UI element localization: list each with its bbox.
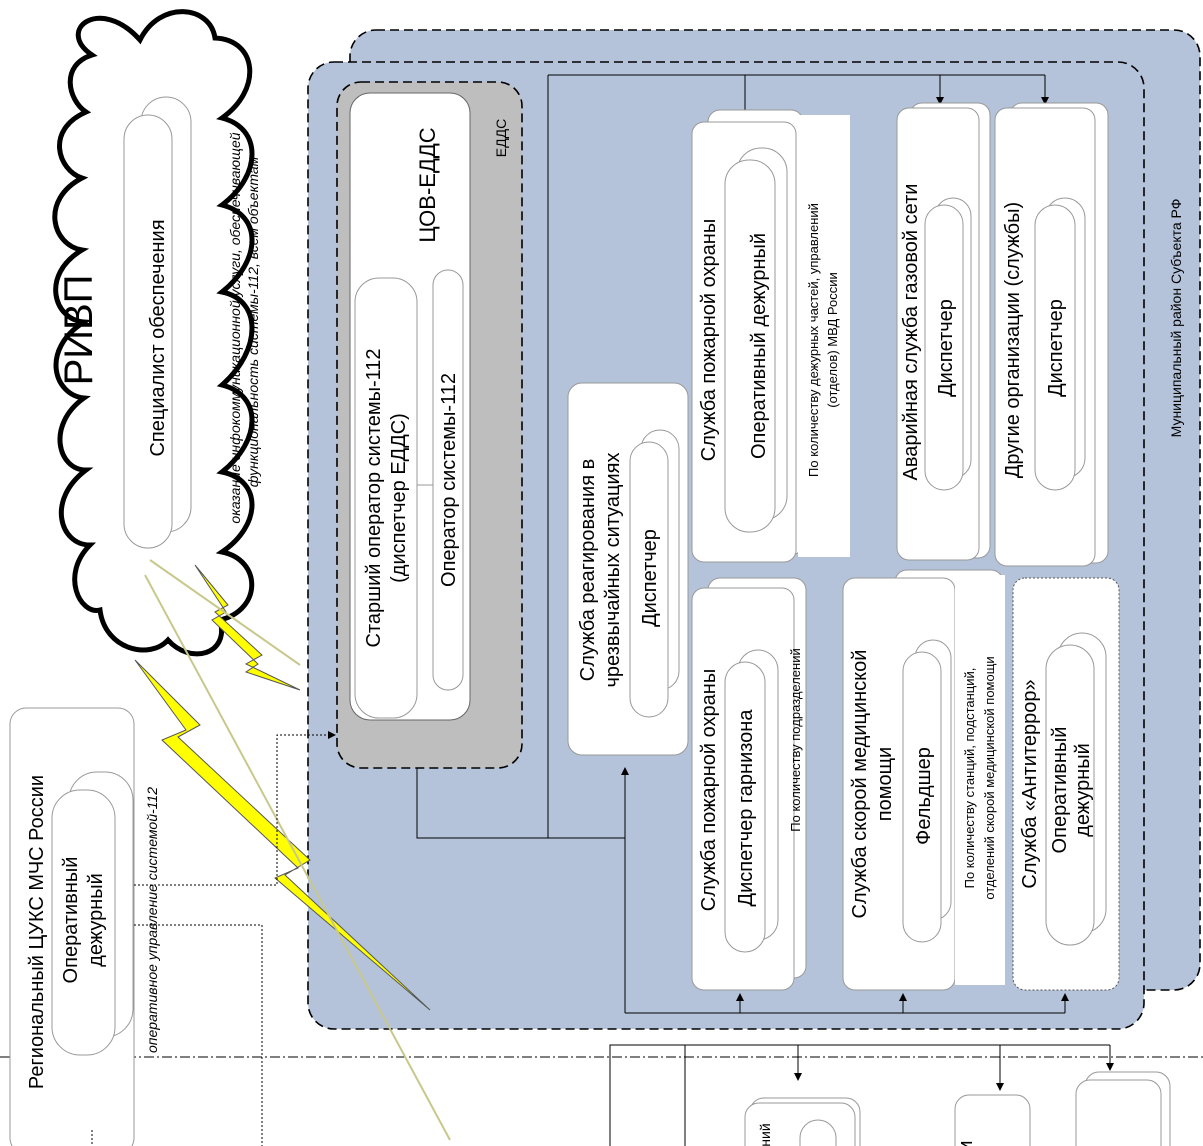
fire-garrison-title: Служба пожарной охраны xyxy=(698,669,720,911)
lower-box-2 xyxy=(954,1094,1031,1146)
bus-left xyxy=(416,768,548,839)
operator-112-label: Оператор системы-112 xyxy=(438,373,460,587)
antiterror-title: Служба «Антитеррор» xyxy=(1019,679,1041,888)
fire-garrison-note: По количеству подразделений xyxy=(788,648,803,831)
ambulance-note-line1: По количеству станций, подстанций, xyxy=(962,668,977,889)
duty-line1: Оперативный xyxy=(60,857,82,984)
duty-box xyxy=(51,789,116,1056)
ambulance-role: Фельдшер xyxy=(913,747,935,845)
rivp-title: РИВП xyxy=(57,275,101,386)
emergency-role: Диспетчер xyxy=(639,529,661,627)
specialist-box xyxy=(123,114,173,549)
control-link-2 xyxy=(134,924,263,1146)
duty-line2: дежурный xyxy=(85,873,107,967)
gas-title: Аварийная служба газовой сети xyxy=(900,184,922,481)
ambulance-title-line1: Служба скорой медицинской xyxy=(849,650,871,919)
antiterror-role-box xyxy=(1045,644,1095,946)
lower-box-3 xyxy=(1075,1079,1162,1146)
rivp-note-line1: оказание инфокоммуникационной услуги, об… xyxy=(227,132,243,523)
lower-box-1-label: ний xyxy=(757,1123,773,1146)
gas-role: Диспетчер xyxy=(935,299,957,397)
ambulance-role-box xyxy=(902,651,942,943)
region-center-title: Региональный ЦУКС МЧС России xyxy=(26,775,48,1089)
fire-top-note-bg xyxy=(798,115,850,557)
edds-label: ЕДДС xyxy=(493,119,509,157)
fire-garrison-role: Диспетчер гарнизона xyxy=(735,709,757,907)
senior-operator-box xyxy=(354,277,418,719)
cov-edds-label: ЦОВ-ЕДДС xyxy=(415,127,440,242)
other-role: Диспетчер xyxy=(1045,299,1067,397)
lower-box-2-label: и xyxy=(955,1140,977,1146)
fire-top-role-box xyxy=(724,159,776,533)
region-center-note: оперативное управление системой-112 xyxy=(144,787,160,1053)
lightning-bolt-large xyxy=(134,659,431,1011)
operator-112-box xyxy=(432,269,464,691)
municipal-label: Муниципальный район Субъекта РФ xyxy=(1168,199,1184,438)
rivp-note-line2: функциональность системы-112, всем объек… xyxy=(245,156,261,487)
ambulance-note-bg xyxy=(955,575,1005,985)
senior-operator-line2: (диспетчер ЕДДС) xyxy=(388,413,410,583)
emergency-role-box xyxy=(629,441,669,718)
ambulance-title-line2: помощи xyxy=(874,747,896,821)
lower-bus xyxy=(609,1044,1110,1146)
bolt-ray-2 xyxy=(144,574,451,1141)
gas-role-box xyxy=(924,204,964,491)
other-title: Другие организации (службы) xyxy=(1002,202,1024,478)
fire-top-title: Служба пожарной охраны xyxy=(698,219,720,461)
ambulance-note-line2: отделений скорой медицинской помощи xyxy=(982,656,997,899)
bolt-ray-1 xyxy=(149,559,301,666)
senior-operator-line1: Старший оператор системы-112 xyxy=(363,348,385,647)
lower-box-1-inner xyxy=(799,1119,837,1146)
antiterror-role-line1: Оперативный xyxy=(1049,727,1071,854)
other-role-box xyxy=(1034,204,1076,491)
fire-garrison-role-box xyxy=(724,661,766,953)
fire-top-note-line1: По количеству дежурных частей, управлени… xyxy=(806,203,821,477)
fire-top-note-line2: (отделов) МВД России xyxy=(825,272,840,407)
control-link-1 xyxy=(134,731,336,886)
emergency-title-line1: Служба реагирования в xyxy=(577,459,599,681)
emergency-title-line2: чрезвычайных ситуациях xyxy=(602,453,624,688)
antiterror-role-line2: дежурный xyxy=(1072,743,1094,837)
specialist-label: Специалист обеспечения xyxy=(147,219,169,456)
fire-top-role: Оперативный дежурный xyxy=(748,233,770,459)
